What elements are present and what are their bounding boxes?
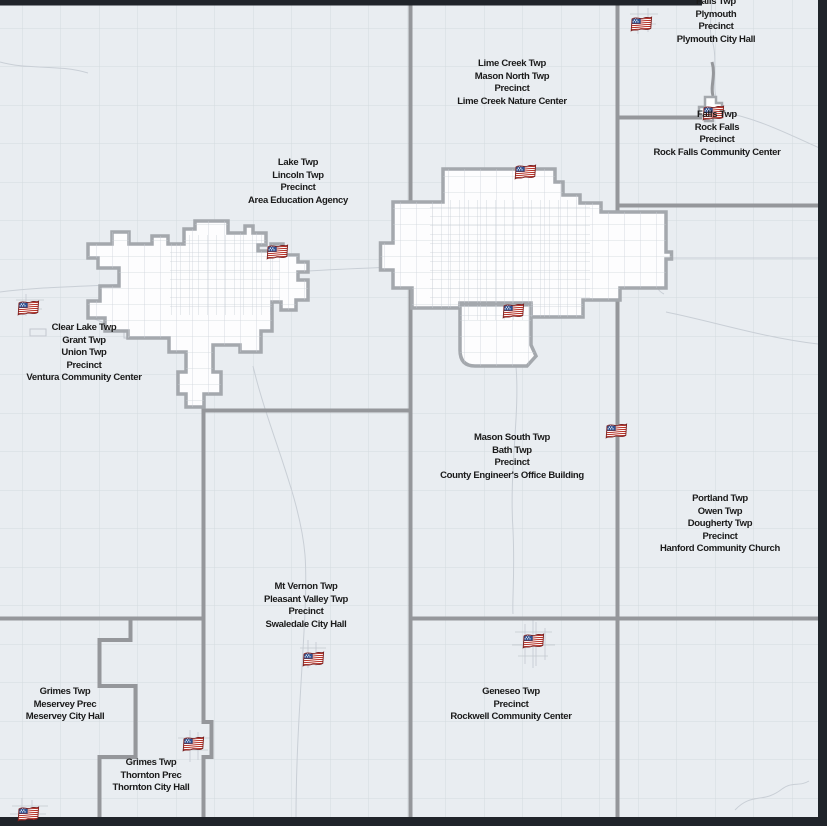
label-line: Precinct xyxy=(280,182,316,194)
precinct-label-portland: Portland Twp Owen Twp Dougherty Twp Prec… xyxy=(660,493,780,556)
us-flag-marker-icon xyxy=(265,243,289,261)
us-flag-marker-icon xyxy=(301,650,325,668)
label-line: Precinct xyxy=(288,606,324,618)
label-line: Precinct xyxy=(493,698,529,710)
label-line: Lime Creek Nature Center xyxy=(457,95,567,107)
precinct-label-lake-lincoln: Lake Twp Lincoln Twp Precinct Area Educa… xyxy=(248,157,348,207)
label-line: Rockwell Community Center xyxy=(450,711,572,723)
precinct-label-thornton: Grimes Twp Thornton Prec Thornton City H… xyxy=(113,757,190,795)
label-line: Lake Twp xyxy=(277,157,319,168)
label-line: Area Education Agency xyxy=(248,194,348,206)
label-line: Precinct xyxy=(699,134,735,146)
label-line: Grant Twp xyxy=(62,334,106,346)
us-flag-marker-icon xyxy=(521,632,545,650)
us-flag-marker-icon xyxy=(16,299,40,317)
label-line: Plymouth xyxy=(695,8,737,20)
label-line: Precinct xyxy=(66,359,102,371)
label-line: County Engineer's Office Building xyxy=(440,469,584,481)
label-line: Lime Creek Twp xyxy=(478,58,546,69)
us-flag-marker-icon xyxy=(513,163,537,181)
label-line: Mason North Twp xyxy=(474,70,550,82)
precinct-label-mason-south: Mason South Twp Bath Twp Precinct County… xyxy=(440,432,584,482)
label-line: Grimes Twp xyxy=(39,686,91,697)
label-line: Mason South Twp xyxy=(473,432,551,443)
label-line: Meservey City Hall xyxy=(25,711,105,723)
label-line: Dougherty Twp xyxy=(687,518,753,530)
label-line: Hanford Community Church xyxy=(660,543,780,555)
precinct-label-ventura: Clear Lake Twp Grant Twp Union Twp Preci… xyxy=(26,322,142,385)
us-flag-marker-icon xyxy=(16,805,40,823)
label-line: Grimes Twp xyxy=(125,757,177,768)
us-flag-marker-icon xyxy=(501,302,525,320)
precinct-label-lime-creek: Lime Creek Twp Mason North Twp Precinct … xyxy=(457,58,567,108)
us-flag-marker-icon xyxy=(181,735,205,753)
label-line: Clear Lake Twp xyxy=(51,322,117,333)
label-line: Thornton Prec xyxy=(120,769,182,781)
us-flag-marker-icon xyxy=(629,15,653,33)
label-line: Lincoln Twp xyxy=(272,169,324,181)
label-line: Swaledale City Hall xyxy=(265,618,347,630)
us-flag-marker-icon xyxy=(604,422,628,440)
label-line: Rock Falls xyxy=(694,121,740,133)
label-line: Mt Vernon Twp xyxy=(274,581,338,592)
label-line: Precinct xyxy=(494,457,530,469)
label-line: Precinct xyxy=(702,530,738,542)
precinct-label-plymouth: Falls Twp Plymouth Precinct Plymouth Cit… xyxy=(677,0,756,46)
label-line: Portland Twp xyxy=(692,493,748,504)
label-line: Falls Twp xyxy=(696,0,736,7)
label-line: Precinct xyxy=(698,21,734,33)
label-line: Thornton City Hall xyxy=(112,782,190,794)
label-line: Meservey Prec xyxy=(33,698,97,710)
precinct-label-rock-falls: Falls Twp Rock Falls Precinct Rock Falls… xyxy=(653,109,780,159)
precinct-label-meservey: Grimes Twp Meservey Prec Meservey City H… xyxy=(26,686,105,724)
label-line: Pleasant Valley Twp xyxy=(264,593,348,605)
label-line: Union Twp xyxy=(61,347,107,359)
label-line: Ventura Community Center xyxy=(26,372,142,384)
label-line: Rock Falls Community Center xyxy=(653,146,781,158)
label-line: Owen Twp xyxy=(697,505,743,517)
precinct-label-mt-vernon: Mt Vernon Twp Pleasant Valley Twp Precin… xyxy=(264,581,348,631)
precinct-label-geneseo: Geneseo Twp Precinct Rockwell Community … xyxy=(450,686,572,724)
label-line: Plymouth City Hall xyxy=(676,33,756,45)
label-line: Falls Twp xyxy=(697,109,737,120)
label-line: Bath Twp xyxy=(492,444,532,456)
label-line: Geneseo Twp xyxy=(482,686,540,697)
label-line: Precinct xyxy=(494,83,530,95)
